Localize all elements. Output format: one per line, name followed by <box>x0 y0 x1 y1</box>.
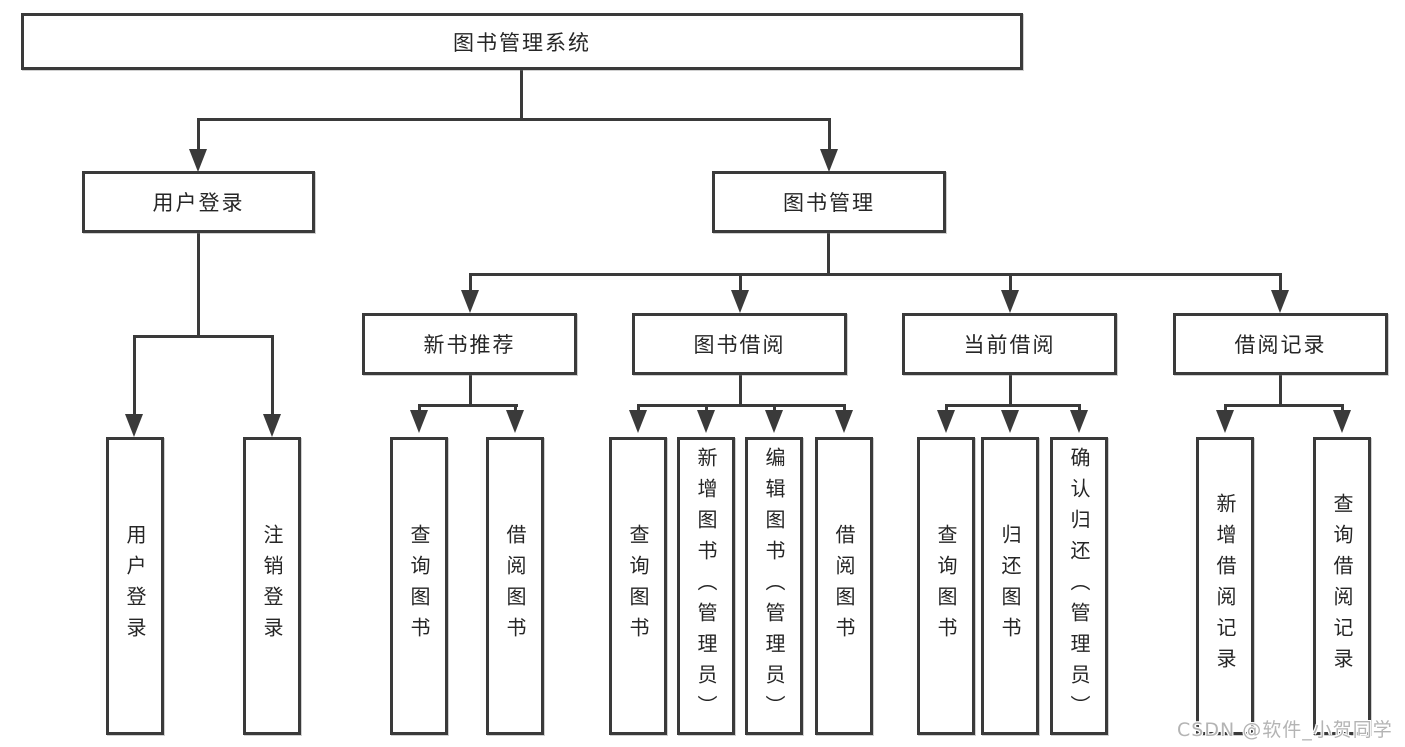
node-new-book-recommend: 新书推荐 <box>362 313 577 375</box>
leaf-current-query-book-label: 查询图书 <box>934 524 958 648</box>
connector <box>637 404 640 412</box>
node-root-label: 图书管理系统 <box>453 30 591 55</box>
leaf-user-login-label: 用户登录 <box>123 524 147 648</box>
leaf-current-return-book: 归还图书 <box>981 437 1039 735</box>
leaf-recommend-borrow-book-label: 借阅图书 <box>503 524 527 648</box>
connector <box>773 404 776 412</box>
leaf-record-add-record-label: 新增借阅记录 <box>1213 493 1237 679</box>
arrow-down-icon <box>765 410 783 433</box>
connector <box>520 70 523 118</box>
connector <box>828 118 831 153</box>
node-root-system: 图书管理系统 <box>21 13 1023 70</box>
arrow-down-icon <box>461 290 479 313</box>
connector <box>1009 273 1012 293</box>
node-book-management: 图书管理 <box>712 171 946 233</box>
arrow-down-icon <box>835 410 853 433</box>
node-current-borrow-label: 当前借阅 <box>963 333 1056 357</box>
leaf-user-login: 用户登录 <box>106 437 164 735</box>
connector <box>133 335 274 338</box>
leaf-borrow-add-book-admin: 新增图书（管理员） <box>677 437 735 735</box>
connector <box>469 375 472 407</box>
node-current-borrow: 当前借阅 <box>902 313 1117 375</box>
arrow-down-icon <box>1070 410 1088 433</box>
leaf-recommend-borrow-book: 借阅图书 <box>486 437 544 735</box>
arrow-down-icon <box>1216 410 1234 433</box>
connector <box>271 335 274 416</box>
connector <box>197 118 200 153</box>
leaf-record-add-record: 新增借阅记录 <box>1196 437 1254 735</box>
leaf-borrow-borrow-book: 借阅图书 <box>815 437 873 735</box>
arrow-down-icon <box>629 410 647 433</box>
leaf-record-query-record-label: 查询借阅记录 <box>1330 493 1354 679</box>
connector <box>1009 375 1012 407</box>
node-borrow-records-label: 借阅记录 <box>1234 333 1327 357</box>
connector <box>197 233 200 335</box>
connector <box>739 273 742 293</box>
csdn-watermark: CSDN @软件_小贺同学 <box>1177 719 1393 741</box>
leaf-logout-label: 注销登录 <box>260 524 284 648</box>
connector <box>945 404 948 412</box>
arrow-down-icon <box>731 290 749 313</box>
connector <box>418 404 518 407</box>
connector <box>1078 404 1081 412</box>
arrow-down-icon <box>937 410 955 433</box>
leaf-recommend-query-book: 查询图书 <box>390 437 448 735</box>
arrow-down-icon <box>697 410 715 433</box>
arrow-down-icon <box>820 149 838 172</box>
leaf-borrow-query-book: 查询图书 <box>609 437 667 735</box>
leaf-borrow-edit-book-admin: 编辑图书（管理员） <box>745 437 803 735</box>
arrow-down-icon <box>1001 290 1019 313</box>
arrow-down-icon <box>1001 410 1019 433</box>
connector <box>1341 404 1344 412</box>
connector <box>469 273 1282 276</box>
arrow-down-icon <box>125 414 143 437</box>
connector <box>197 118 831 121</box>
leaf-borrow-add-book-admin-label: 新增图书（管理员） <box>694 446 718 726</box>
connector <box>1224 404 1227 412</box>
connector <box>827 233 830 273</box>
node-user-login-label: 用户登录 <box>152 191 245 215</box>
arrow-down-icon <box>506 410 524 433</box>
leaf-record-query-record: 查询借阅记录 <box>1313 437 1371 735</box>
arrow-down-icon <box>410 410 428 433</box>
connector <box>133 335 136 416</box>
node-book-borrow-label: 图书借阅 <box>693 333 786 357</box>
connector <box>705 404 708 412</box>
arrow-down-icon <box>1271 290 1289 313</box>
connector <box>1224 404 1344 407</box>
node-new-book-recommend-label: 新书推荐 <box>423 333 516 357</box>
leaf-current-query-book: 查询图书 <box>917 437 975 735</box>
connector <box>418 404 421 412</box>
connector <box>739 375 742 407</box>
connector <box>469 273 472 293</box>
node-book-management-label: 图书管理 <box>783 191 875 215</box>
connector <box>843 404 846 412</box>
connector <box>1279 375 1282 407</box>
arrow-down-icon <box>263 414 281 437</box>
arrow-down-icon <box>1333 410 1351 433</box>
node-book-borrow: 图书借阅 <box>632 313 847 375</box>
arrow-down-icon <box>189 149 207 172</box>
connector <box>514 404 517 412</box>
leaf-current-confirm-return-admin: 确认归还（管理员） <box>1050 437 1108 735</box>
leaf-borrow-borrow-book-label: 借阅图书 <box>832 524 856 648</box>
leaf-borrow-edit-book-admin-label: 编辑图书（管理员） <box>762 446 786 726</box>
node-user-login: 用户登录 <box>82 171 315 233</box>
connector <box>1279 273 1282 293</box>
connector <box>637 404 846 407</box>
leaf-recommend-query-book-label: 查询图书 <box>407 524 431 648</box>
leaf-logout: 注销登录 <box>243 437 301 735</box>
leaf-current-return-book-label: 归还图书 <box>998 524 1022 648</box>
leaf-borrow-query-book-label: 查询图书 <box>626 524 650 648</box>
node-borrow-records: 借阅记录 <box>1173 313 1388 375</box>
connector <box>945 404 1081 407</box>
leaf-current-confirm-return-admin-label: 确认归还（管理员） <box>1067 446 1091 726</box>
